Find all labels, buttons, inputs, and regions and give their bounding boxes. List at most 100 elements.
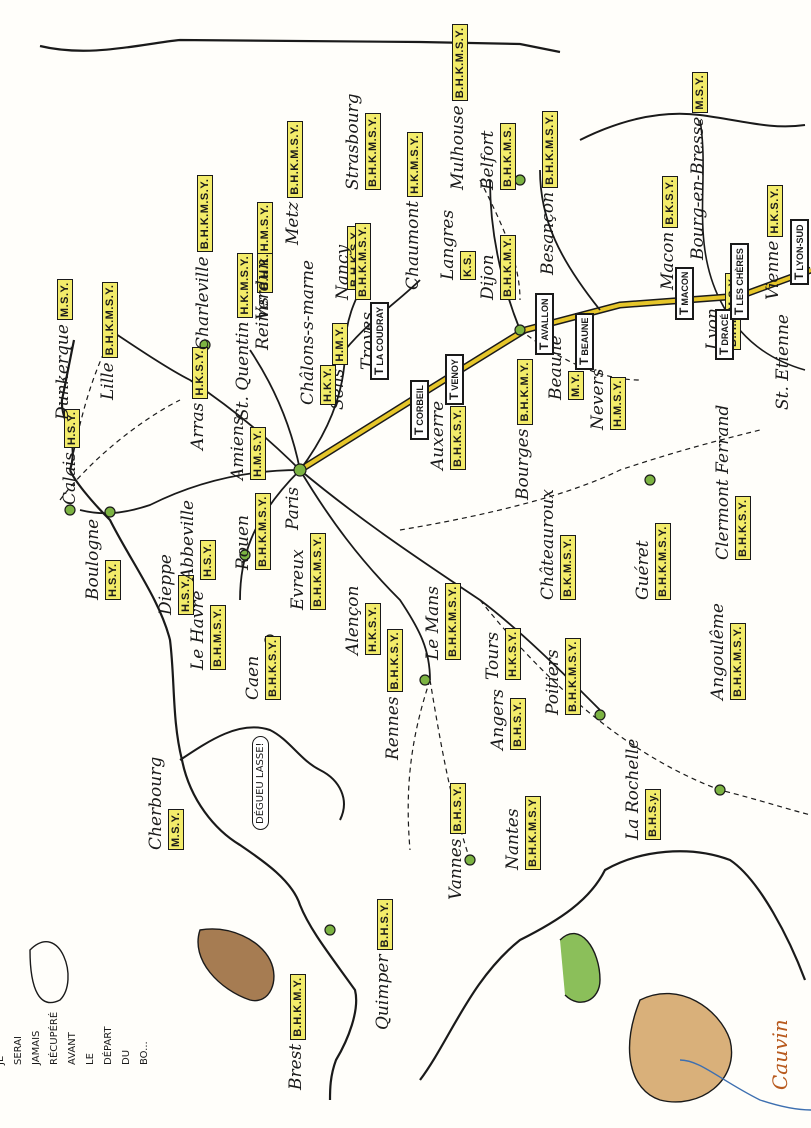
city-belfort: Belfort B.H.K.M.S. xyxy=(478,123,516,190)
boulogne-dot xyxy=(64,504,76,516)
city-angouleme: Angoulême B.H.K.M.S.Y. xyxy=(708,603,746,700)
city-brest: Brest B.H.K.M.Y. xyxy=(286,974,306,1090)
badge-mulhouse: B.H.K.M.S.Y. xyxy=(452,24,468,102)
nantes-dot xyxy=(464,854,476,866)
city-cherbourg: Cherbourg M.S.Y. xyxy=(146,756,184,850)
motel-cheres: TLES CHÈRES xyxy=(730,243,749,320)
city-calais: Calais H.S.Y. xyxy=(60,408,80,505)
badge-vannes: B.H.S.Y. xyxy=(450,782,466,835)
badge-verdun: H.M.S.Y. xyxy=(257,201,273,255)
brittany-coast xyxy=(179,726,345,821)
motel-coudray: TLA COUDRAY xyxy=(370,301,389,380)
badge-arras: H.K.S.Y. xyxy=(192,347,208,399)
city-clermont: Clermont Ferrand B.H.K.S.Y. xyxy=(713,404,751,560)
city-metz: Metz B.H.K.M.S.Y. xyxy=(283,120,303,245)
city-chateauroux: Châteauroux B.K.M.S.Y. xyxy=(538,489,576,600)
badge-caen: B.H.K.S.Y. xyxy=(265,636,281,700)
badge-brest: B.H.K.M.Y. xyxy=(290,974,306,1040)
city-mulhouse: Mulhouse B.H.K.M.S.Y. xyxy=(448,24,468,190)
paris-dot xyxy=(293,463,307,477)
motel-avallon: TAVALLON xyxy=(535,293,554,355)
city-nevers: Nevers H.M.S.Y. xyxy=(588,368,626,430)
badge-boulogne: H.S.Y. xyxy=(105,560,121,600)
badge-auxerre: B.H.K.S.Y. xyxy=(450,406,466,470)
badge-besancon: B.H.K.M.S.Y. xyxy=(542,111,558,188)
city-arras: Arras H.K.S.Y. xyxy=(188,347,208,450)
city-st-quentin: St. Quentin H.K.M.S.Y. xyxy=(233,252,253,420)
city-boulogne: Boulogne H.S.Y. xyxy=(83,518,121,600)
city-st-etienne: St. Etienne xyxy=(773,314,793,410)
city-bourges: Bourges B.H.K.M.Y. xyxy=(513,359,533,500)
quimper-dot xyxy=(324,924,336,936)
city-lille: Lille B.H.K.M.S.Y. xyxy=(98,281,118,400)
badge-gueret: B.H.K.M.S.Y. xyxy=(655,523,671,600)
badge-rennes: B.H.K.S.Y. xyxy=(387,628,403,693)
city-caen: Caen B.H.K.S.Y. xyxy=(243,636,281,700)
badge-dunkerque: M.S.Y. xyxy=(57,279,73,321)
badge-st-quentin: H.K.M.S.Y. xyxy=(237,252,253,318)
city-poitiers: Poitiers B.H.K.M.S.Y. xyxy=(543,638,581,715)
badge-rouen: B.H.K.M.S.Y. xyxy=(255,493,271,570)
badge-nevers: H.M.S.Y. xyxy=(610,377,626,430)
badge-le-mans: B.H.K.M.S.Y. xyxy=(445,583,461,660)
cartoon-drawings xyxy=(29,928,811,1111)
badge-lille: B.H.K.M.S.Y. xyxy=(102,281,118,359)
badge-cherbourg: M.S.Y. xyxy=(168,809,184,850)
badge-nancy: B.H.K.M.S.Y. xyxy=(355,223,371,300)
city-rouen: Rouen B.H.K.M.S.Y. xyxy=(233,493,271,570)
badge-nantes: B.H.K.M.S.Y xyxy=(525,795,541,870)
poitiers-dot xyxy=(594,709,606,721)
badge-vienne: H.K.S.Y. xyxy=(767,184,783,237)
badge-strasbourg: B.H.K.M.S.Y. xyxy=(365,113,381,190)
rouen-dot xyxy=(239,549,251,561)
badge-alencon: H.K.S.Y. xyxy=(365,603,381,655)
city-gueret: Guéret B.H.K.M.S.Y. xyxy=(633,523,671,600)
motorway-a6-fill xyxy=(298,268,811,472)
badge-beaune: M.Y. xyxy=(568,370,584,400)
speech-bubble: DÉGUEU LASSE! xyxy=(250,736,269,830)
motel-lyon-sud: TLYON-SUD xyxy=(790,219,809,285)
city-angers: Angers B.H.S.Y. xyxy=(488,688,526,750)
dijon-dot xyxy=(514,324,526,336)
city-dunkerque: Dunkerque M.S.Y. xyxy=(53,279,73,420)
city-quimper: Quimper B.H.S.Y. xyxy=(373,898,393,1030)
badge-angouleme: B.H.K.M.S.Y. xyxy=(730,623,746,700)
city-vannes: Vannes B.H.S.Y. xyxy=(446,782,466,900)
city-tours: Tours H.K.S.Y. xyxy=(483,628,521,680)
badge-macon: B.K.S.Y. xyxy=(662,176,678,228)
badge-angers: B.H.S.Y. xyxy=(510,698,526,750)
badge-belfort: B.H.K.M.S. xyxy=(500,123,516,190)
city-paris: Paris xyxy=(283,486,303,530)
city-le-mans: Le Mans B.H.K.M.S.Y. xyxy=(423,583,461,660)
city-nancy: Nancy B.H.K.M.S.Y. xyxy=(333,223,371,300)
motel-beaune: TBEAUNE xyxy=(575,312,594,370)
city-langres: Langres K.S. xyxy=(438,209,476,280)
badge-evreux: B.H.K.M.S.Y. xyxy=(310,533,326,610)
city-charleville: Charleville B.H.K.M.S.Y. xyxy=(193,175,213,350)
angouleme-dot xyxy=(714,784,726,796)
city-dijon: Dijon B.H.K.M.Y. xyxy=(478,234,516,300)
badge-tours: H.K.S.Y. xyxy=(505,628,521,680)
badge-quimper: B.H.S.Y. xyxy=(377,898,393,951)
city-bourg: Bourg-en-Bresse M.S.Y. xyxy=(688,71,708,260)
city-strasbourg: Strasbourg B.H.K.M.S.Y. xyxy=(343,93,381,190)
city-chaumont: Chaumont H.K.M.S.Y. xyxy=(403,132,423,290)
cartoon-caption: JE SERAI JAMAIS RÉCUPÉRÉ AVANT LE DÉPART… xyxy=(0,1011,150,1065)
city-verdun: Verdun H.M.S.Y. xyxy=(253,201,273,320)
badge-charleville: B.H.K.M.S.Y. xyxy=(197,175,213,253)
city-amiens: Amiens H.M.S.Y. xyxy=(228,416,266,480)
signature: Cauvin xyxy=(768,1019,792,1090)
badge-clermont: B.H.K.S.Y. xyxy=(735,496,751,560)
motel-corbeil: TCORBEIL xyxy=(410,380,429,440)
city-abbeville: Abbeville H.S.Y. xyxy=(178,499,216,580)
coastline xyxy=(39,38,807,1101)
badge-chateauroux: B.K.M.S.Y. xyxy=(560,535,576,600)
city-auxerre: Auxerre B.H.K.S.Y. xyxy=(428,400,466,470)
city-vienne: Vienne H.K.S.Y. xyxy=(763,184,783,300)
badge-bourg: M.S.Y. xyxy=(692,71,708,113)
city-chalons: Châlons-s-marne H.K.Y. xyxy=(298,259,336,405)
badge-abbeville: H.S.Y. xyxy=(200,540,216,580)
badge-dieppe: H.S.Y. xyxy=(178,575,194,615)
badge-bourges: B.H.K.M.Y. xyxy=(517,359,533,425)
